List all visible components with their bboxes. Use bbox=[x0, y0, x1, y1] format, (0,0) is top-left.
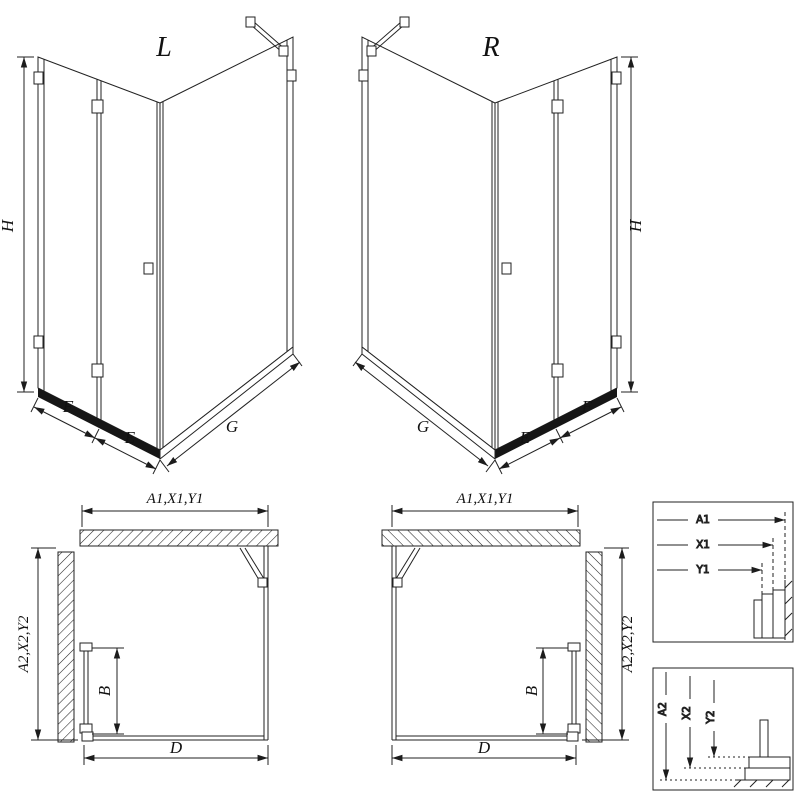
dim-label-g-right: G bbox=[417, 417, 429, 436]
detail-width-frame bbox=[652, 501, 794, 643]
detail-depth-reference-lines bbox=[660, 756, 749, 781]
detail-depth-box: A2 X2 Y2 bbox=[652, 667, 794, 791]
plan-left-depth-label: A2,X2,Y2 bbox=[16, 615, 32, 673]
wall-profile-section-plan bbox=[733, 719, 791, 788]
dim-label-e-left: E bbox=[124, 428, 136, 447]
dim-label-e-right: E bbox=[519, 428, 531, 447]
detail-x1-label: X1 bbox=[696, 539, 710, 551]
iso-view-right: R H F E G bbox=[353, 17, 645, 474]
detail-x2-label: X2 bbox=[681, 706, 693, 720]
plan-right-door-label: B bbox=[522, 685, 541, 696]
detail-y2-label: Y2 bbox=[705, 710, 717, 724]
dim-label-h-left: H bbox=[0, 218, 17, 233]
plan-left-bottom-label: D bbox=[169, 738, 183, 757]
detail-y1-label: Y1 bbox=[695, 564, 709, 576]
detail-width-reference-lines bbox=[761, 512, 786, 596]
dim-label-f-left: F bbox=[62, 397, 74, 416]
view-label-right: R bbox=[481, 32, 499, 63]
dim-label-f-right: F bbox=[581, 397, 593, 416]
dim-label-h-right: H bbox=[626, 218, 645, 233]
detail-width-box: A1 X1 Y1 bbox=[652, 501, 794, 643]
detail-a2-label: A2 bbox=[657, 702, 669, 716]
plan-right-bottom-label: D bbox=[477, 738, 491, 757]
plan-view-left: A1,X1,Y1 A2,X2,Y2 B D bbox=[16, 491, 278, 765]
plan-left-door-label: B bbox=[95, 685, 114, 696]
iso-view-left: L H F E G bbox=[0, 17, 302, 474]
plan-view-right: A1,X1,Y1 A2,X2,Y2 B D bbox=[382, 491, 636, 765]
view-label-left: L bbox=[155, 32, 172, 63]
plan-right-depth-label: A2,X2,Y2 bbox=[620, 615, 636, 673]
plan-right-width-label: A1,X1,Y1 bbox=[456, 491, 514, 507]
dim-label-g-left: G bbox=[226, 417, 238, 436]
detail-depth-frame bbox=[652, 667, 794, 791]
plan-left-width-label: A1,X1,Y1 bbox=[146, 491, 204, 507]
detail-a1-label: A1 bbox=[696, 514, 710, 526]
wall-profile-section bbox=[753, 580, 793, 640]
